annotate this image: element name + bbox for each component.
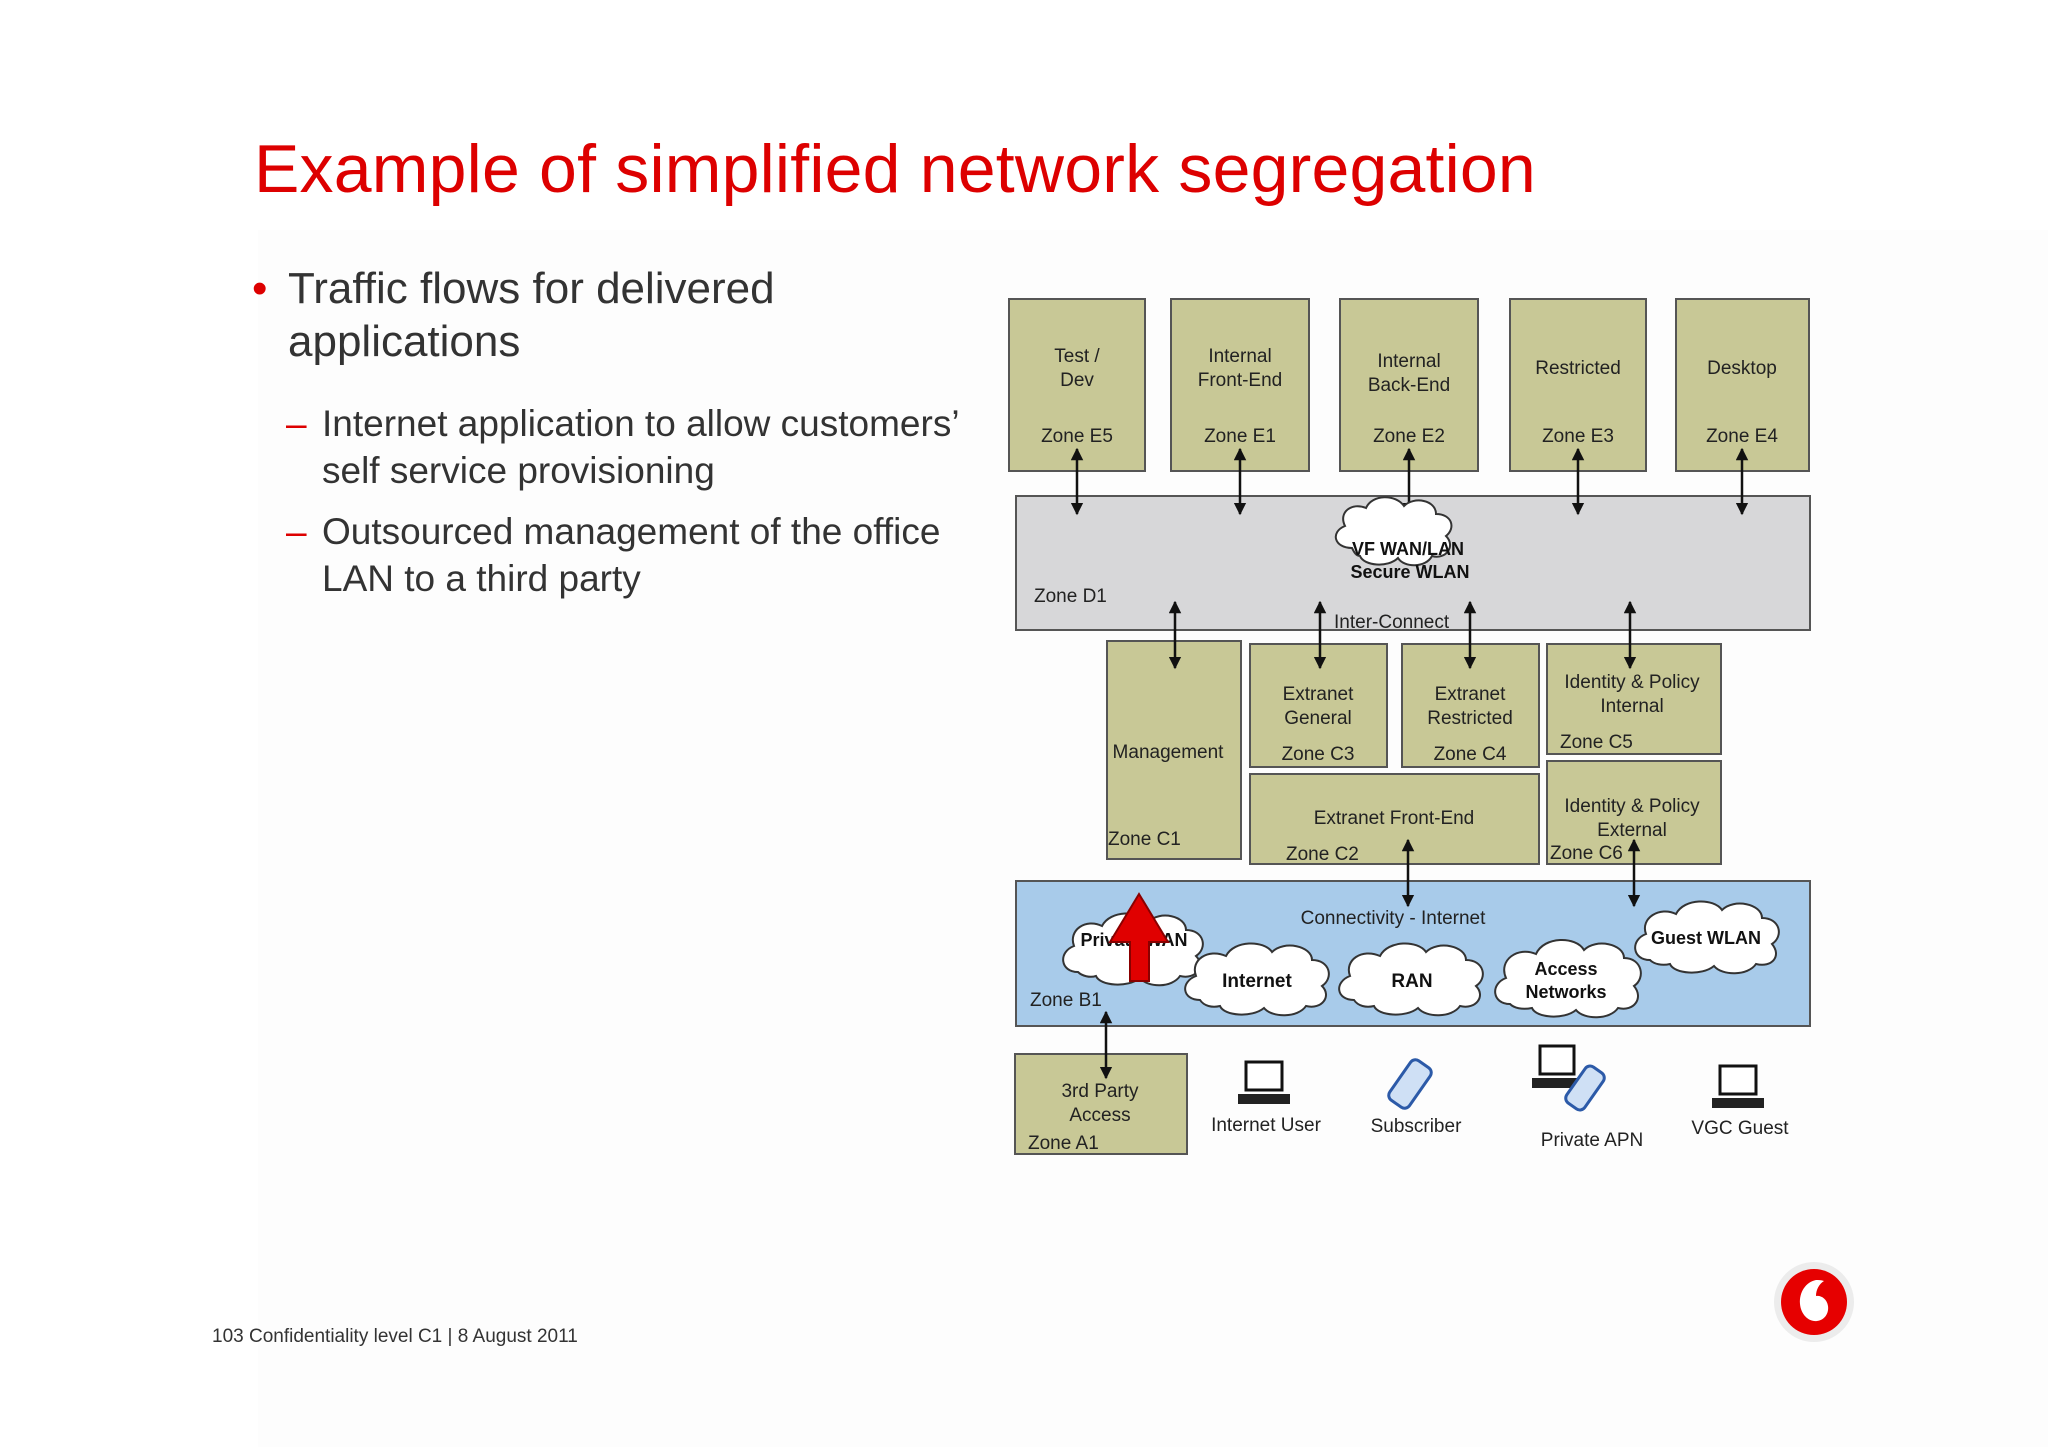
endpoint-label: Private APN (1541, 1130, 1643, 1151)
zone-e3-name: Restricted (1535, 358, 1621, 379)
dash-marker: – (286, 511, 307, 552)
cloud-label: Secure WLAN (1350, 562, 1469, 582)
zone-c3-name: Extranet (1283, 684, 1354, 705)
zone-e3-box (1509, 298, 1647, 472)
vf-wan-lan-cloud: VF WAN/LAN Secure WLAN (1334, 496, 1470, 582)
cloud-label: RAN (1391, 971, 1432, 992)
bullet-marker: • (252, 264, 268, 313)
zone-e1-box (1170, 298, 1310, 472)
endpoint-label: Subscriber (1371, 1116, 1462, 1137)
zone-c2-box (1249, 773, 1540, 865)
zone-c4-name: Extranet (1435, 684, 1506, 705)
cloud-label: VF WAN/LAN (1352, 539, 1464, 559)
connectivity-label: Connectivity - Internet (1301, 908, 1487, 929)
slide-footer: 103 Confidentiality level C1 | 8 August … (212, 1326, 578, 1347)
zone-a1-label: Zone A1 (1028, 1133, 1099, 1154)
zone-c3-label: Zone C3 (1282, 744, 1355, 765)
sub-bullet-text: Outsourced management of the office LAN … (322, 511, 941, 599)
vodafone-logo (1774, 1262, 1854, 1342)
cloud-label: Access (1534, 959, 1597, 979)
zone-e5-label: Zone E5 (1041, 426, 1113, 447)
zone-e5-box (1008, 298, 1146, 472)
zone-e4-label: Zone E4 (1706, 426, 1778, 447)
endpoint-label: Internet User (1211, 1115, 1321, 1136)
laptop-icon (1712, 1064, 1764, 1108)
ran-cloud: RAN (1338, 942, 1484, 1017)
zone-e3-label: Zone E3 (1542, 426, 1614, 447)
zone-c4-name: Restricted (1427, 708, 1513, 729)
dash-marker: – (286, 403, 307, 444)
endpoint-label: VGC Guest (1691, 1118, 1789, 1139)
sub-bullet-item: – Outsourced management of the office LA… (286, 508, 1022, 602)
zone-c5-name: Internal (1600, 696, 1663, 717)
zone-e5-name: Test / (1054, 346, 1100, 367)
highlight-arrow (1108, 892, 1170, 982)
zone-c6-name: External (1597, 820, 1667, 841)
guest-wlan-cloud: Guest WLAN (1634, 900, 1780, 975)
zone-c2-name: Extranet Front-End (1314, 808, 1475, 829)
zone-e4-name: Desktop (1707, 358, 1777, 379)
laptop-icon (1238, 1060, 1290, 1104)
interconnect-label: Inter-Connect (1334, 612, 1450, 633)
zone-c4-label: Zone C4 (1434, 744, 1507, 765)
zone-b1-label: Zone B1 (1030, 990, 1102, 1011)
zone-a1-name: Access (1069, 1105, 1130, 1126)
zone-e1-name: Front-End (1198, 370, 1282, 391)
zone-a1-name: 3rd Party (1061, 1081, 1139, 1102)
cloud-label: Guest WLAN (1651, 928, 1761, 948)
zone-d1-label: Zone D1 (1034, 586, 1107, 607)
access-networks-cloud: Access Networks (1494, 938, 1642, 1019)
zone-c3-name: General (1284, 708, 1352, 729)
zone-c6-name: Identity & Policy (1564, 796, 1700, 817)
zone-c1-name: Management (1113, 742, 1225, 763)
internet-cloud: Internet (1184, 942, 1330, 1017)
laptop-phone-icon (1532, 1044, 1606, 1112)
slide-title: Example of simplified network segregatio… (254, 131, 1536, 207)
sub-bullet-text: Internet application to allow customers’… (322, 403, 959, 491)
zone-e1-label: Zone E1 (1204, 426, 1276, 447)
zone-c1-label: Zone C1 (1108, 829, 1181, 850)
zone-e2-name: Back-End (1368, 375, 1450, 396)
zone-e2-name: Internal (1377, 351, 1440, 372)
zone-c2-label: Zone C2 (1286, 844, 1359, 865)
sub-bullet-item: – Internet application to allow customer… (286, 400, 1022, 494)
zone-e4-box (1675, 298, 1810, 472)
zone-c5-label: Zone C5 (1560, 732, 1633, 753)
zone-e2-label: Zone E2 (1373, 426, 1445, 447)
mobile-phone-icon (1387, 1058, 1433, 1110)
cloud-label: Networks (1525, 982, 1606, 1002)
cloud-label: Internet (1222, 971, 1292, 992)
bullet-item: • Traffic flows for delivered applicatio… (252, 262, 848, 368)
zone-e1-name: Internal (1208, 346, 1271, 367)
zone-c5-name: Identity & Policy (1564, 672, 1700, 693)
bullet-text: Traffic flows for delivered applications (288, 264, 775, 366)
zone-c1-box (1106, 640, 1242, 860)
zone-e5-name: Dev (1060, 370, 1094, 391)
zone-c6-label: Zone C6 (1550, 843, 1623, 864)
